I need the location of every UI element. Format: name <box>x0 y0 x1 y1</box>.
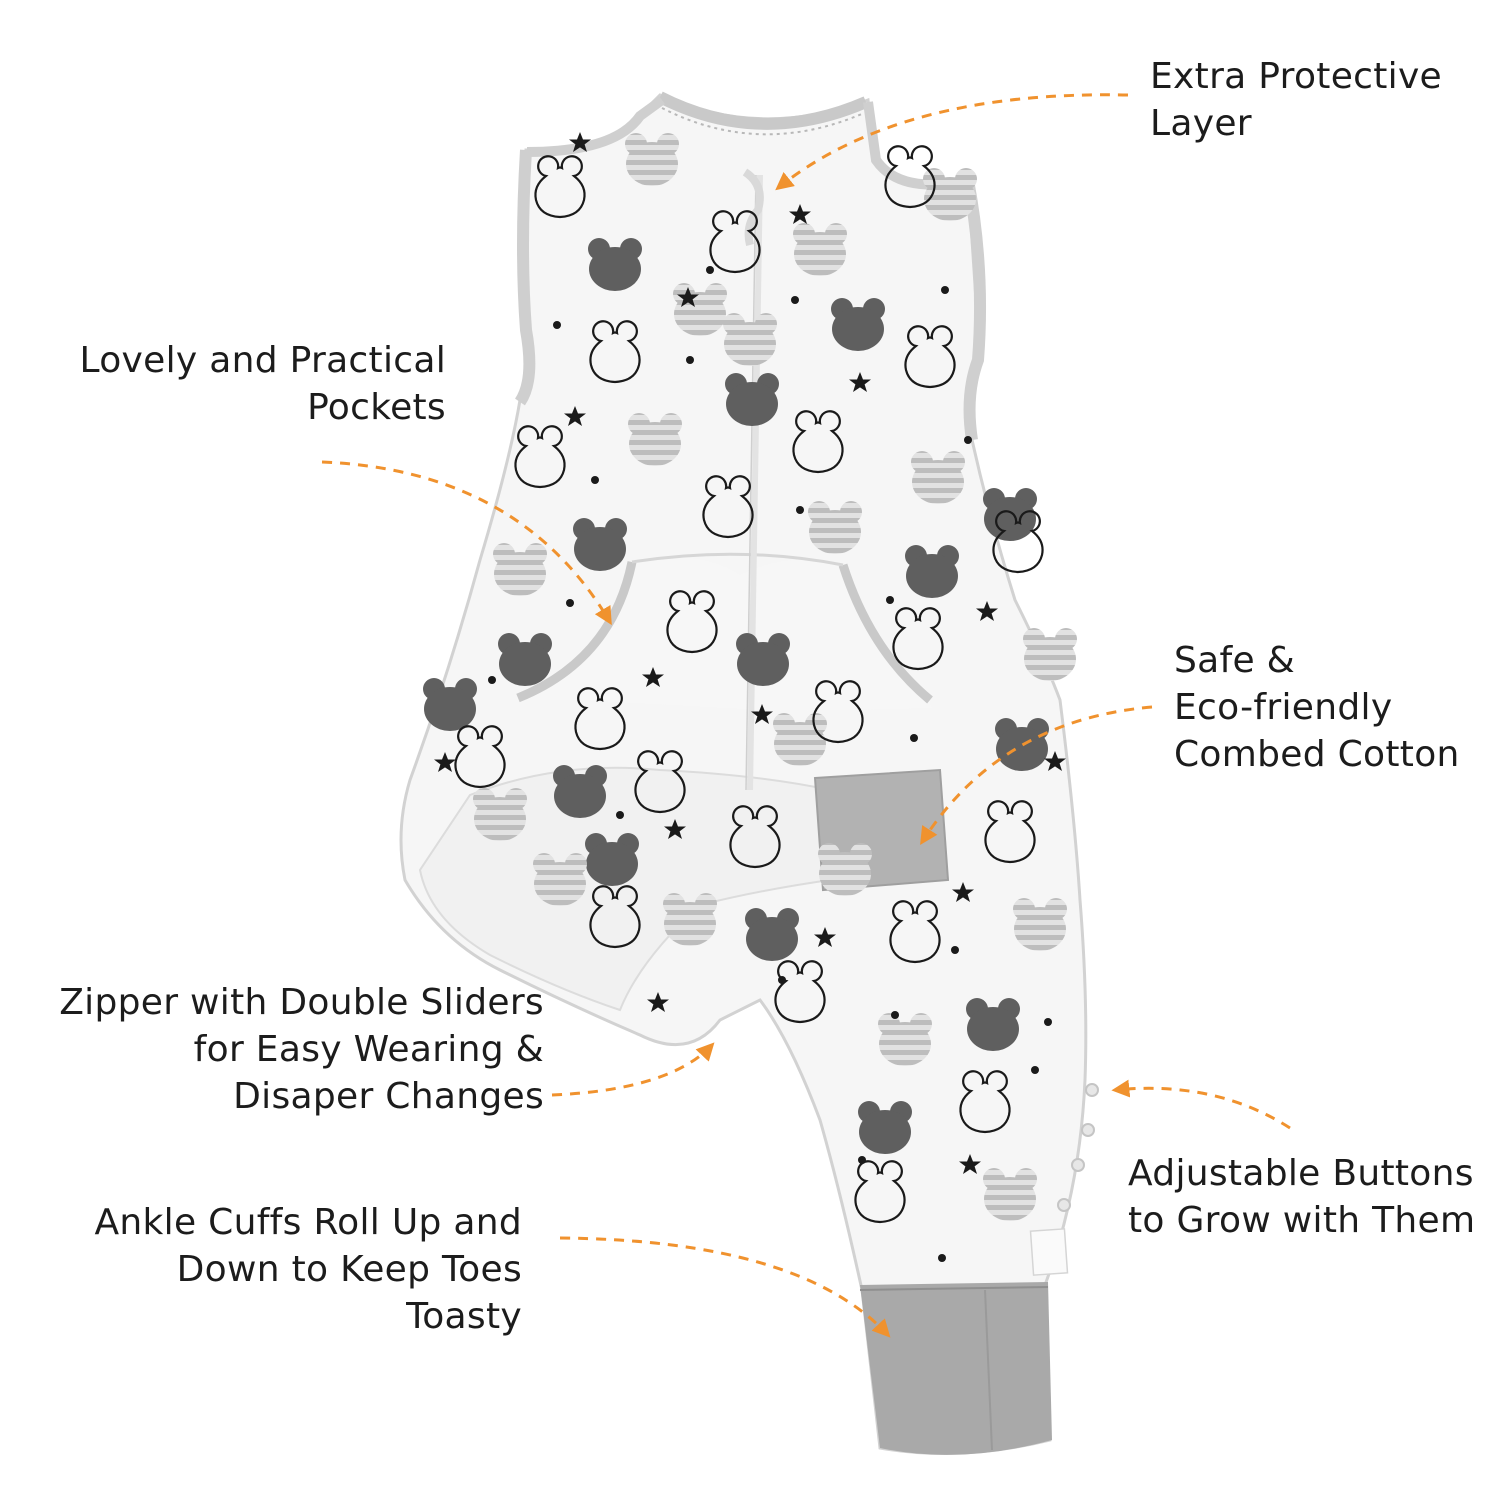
callout-text: Extra Protective <box>1150 56 1443 97</box>
arrow-cotton <box>920 705 1153 846</box>
callout-text: Disaper Changes <box>233 1076 544 1117</box>
neck-trim <box>657 91 869 130</box>
callout-protective-layer: Extra Protective Layer <box>1150 53 1442 147</box>
callout-arrows <box>321 93 1291 1338</box>
callout-text: for Easy Wearing & <box>193 1029 544 1070</box>
arrow-cuffs <box>559 1236 891 1338</box>
callout-text: Lovely and Practical <box>79 340 446 381</box>
callout-buttons: Adjustable Buttons to Grow with Them <box>1128 1150 1475 1244</box>
callout-text: Layer <box>1150 103 1252 144</box>
sleep-sack-garment <box>399 91 1099 1455</box>
kangaroo-pocket <box>515 557 932 711</box>
arrow-buttons <box>1111 1079 1291 1130</box>
callout-text: Safe & <box>1174 640 1296 681</box>
callout-pockets: Lovely and Practical Pockets <box>79 337 446 431</box>
bear-print-pattern <box>423 132 1077 1262</box>
side-buttons <box>1057 1083 1099 1212</box>
callout-cuffs: Ankle Cuffs Roll Up and Down to Keep Toe… <box>94 1199 522 1340</box>
callout-text: Pockets <box>307 387 446 428</box>
callout-cotton: Safe & Eco-friendly Combed Cotton <box>1174 637 1460 778</box>
callout-text: Ankle Cuffs Roll Up and <box>94 1202 522 1243</box>
callout-text: to Grow with Them <box>1128 1200 1476 1241</box>
garment-body <box>399 93 1088 1455</box>
arrow-protective-layer <box>775 93 1129 191</box>
ankle-cuff <box>860 1282 1052 1455</box>
arrow-zipper <box>551 1042 715 1097</box>
callout-text: Zipper with Double Sliders <box>59 982 544 1023</box>
callout-text: Adjustable Buttons <box>1128 1153 1474 1194</box>
right-armhole-trim <box>863 101 970 190</box>
callout-zipper: Zipper with Double Sliders for Easy Wear… <box>59 979 544 1120</box>
callout-text: Toasty <box>406 1296 522 1337</box>
garment-tag <box>1029 1228 1069 1276</box>
dot-icon <box>488 266 1052 1262</box>
callout-text: Eco-friendly <box>1174 687 1393 728</box>
callout-text: Down to Keep Toes <box>176 1249 522 1290</box>
left-armhole-trim <box>526 95 665 157</box>
callout-text: Combed Cotton <box>1174 734 1460 775</box>
zipper <box>747 174 763 791</box>
